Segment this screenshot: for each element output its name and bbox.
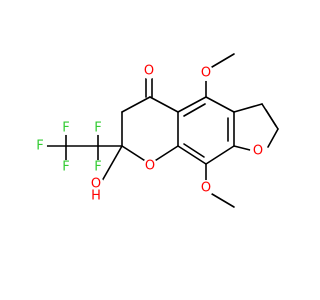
atom-labels: O O O O O O H F F F F F bbox=[33, 63, 266, 204]
bond bbox=[149, 96, 179, 113]
methoxy-oxygen-top: O bbox=[201, 66, 211, 81]
furan-oxygen: O bbox=[253, 144, 263, 159]
molecule-structure: O O O O O O H F F F F F bbox=[33, 53, 279, 208]
bond bbox=[177, 96, 207, 113]
bond bbox=[265, 109, 277, 127]
bond bbox=[233, 145, 251, 151]
fluorine-1: F bbox=[94, 121, 101, 136]
bond bbox=[267, 128, 279, 148]
carbonyl-oxygen: O bbox=[144, 64, 154, 79]
fluorine-2: F bbox=[94, 160, 101, 175]
fluorine-4: F bbox=[62, 160, 69, 175]
molecule-diagram: O O O O O O H F F F F F bbox=[33, 53, 279, 208]
bond bbox=[233, 103, 263, 113]
fluorine-5: F bbox=[36, 139, 43, 154]
hydroxyl-hydrogen: H bbox=[91, 189, 101, 204]
bond bbox=[121, 96, 151, 113]
pyran-oxygen: O bbox=[145, 159, 155, 174]
bond bbox=[101, 145, 123, 182]
bonds bbox=[46, 53, 279, 208]
fluorine-3: F bbox=[62, 121, 69, 136]
bond bbox=[211, 53, 235, 68]
bond bbox=[211, 193, 235, 208]
hydroxyl-oxygen: O bbox=[91, 177, 101, 192]
methoxy-oxygen-bottom: O bbox=[201, 181, 211, 196]
bond bbox=[177, 145, 207, 165]
bond bbox=[183, 103, 206, 117]
bond bbox=[205, 96, 235, 113]
bond bbox=[183, 143, 205, 158]
bond bbox=[205, 145, 235, 165]
